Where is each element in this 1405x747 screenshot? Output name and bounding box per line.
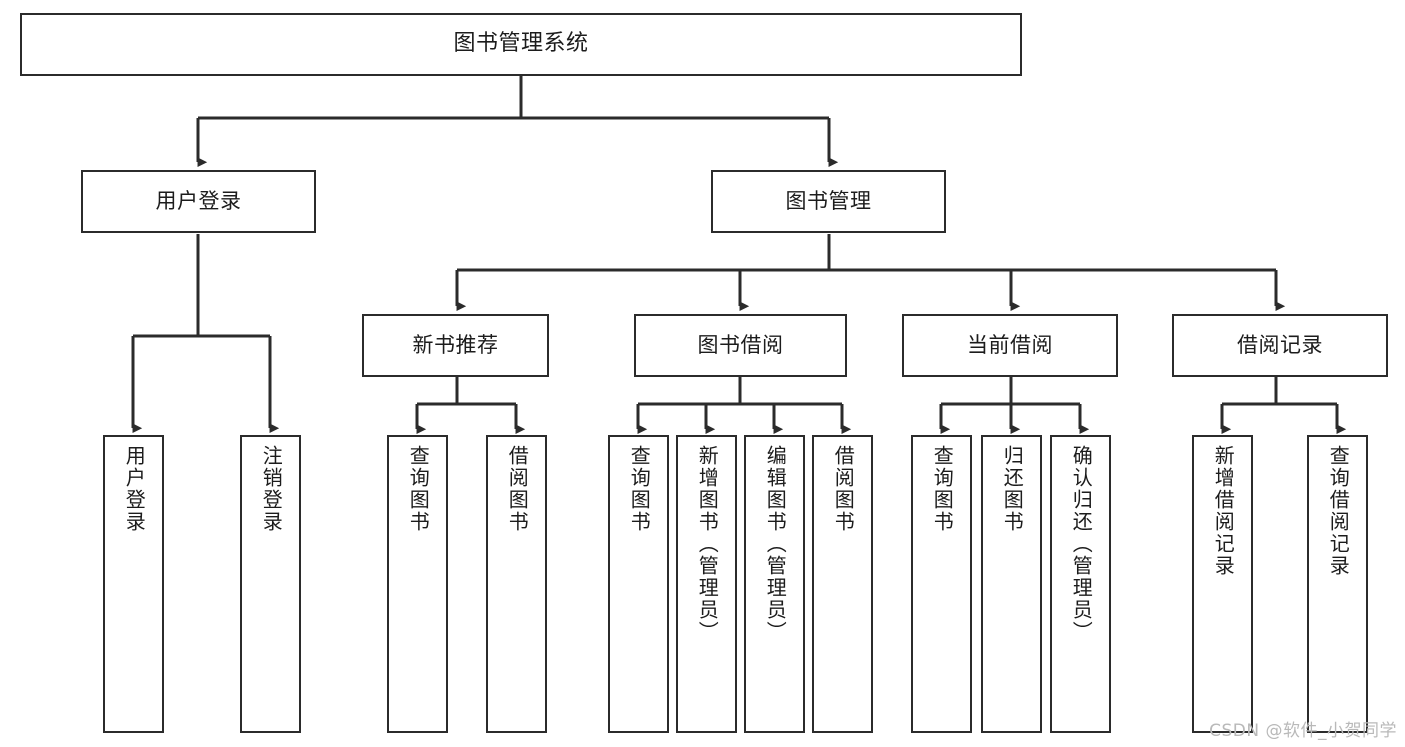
node-leaf-borrow-book-1-label: 借阅图书	[505, 445, 530, 533]
node-leaf-query-book-1-label: 查询图书	[406, 445, 431, 533]
node-leaf-return-book-label: 归还图书	[1000, 445, 1025, 533]
node-book-borrow-label: 图书借阅	[697, 332, 784, 357]
node-current-borrow-label: 当前借阅	[967, 332, 1053, 357]
node-leaf-edit-book[interactable]: 编辑图书（管理员）	[744, 435, 805, 733]
node-leaf-borrow-book-2[interactable]: 借阅图书	[812, 435, 873, 733]
node-leaf-user-login[interactable]: 用户登录	[103, 435, 164, 733]
node-root-label: 图书管理系统	[453, 31, 589, 57]
node-leaf-query-record[interactable]: 查询借阅记录	[1307, 435, 1368, 733]
node-borrow-record-label: 借阅记录	[1237, 332, 1323, 357]
node-leaf-edit-book-label: 编辑图书（管理员）	[763, 445, 788, 643]
node-leaf-add-record-label: 新增借阅记录	[1211, 445, 1236, 577]
node-leaf-borrow-book-2-label: 借阅图书	[831, 445, 856, 533]
node-leaf-confirm-return[interactable]: 确认归还（管理员）	[1050, 435, 1111, 733]
node-current-borrow[interactable]: 当前借阅	[902, 314, 1118, 377]
node-root-book-management-system[interactable]: 图书管理系统	[20, 13, 1022, 76]
node-book-manage-label: 图书管理	[785, 188, 872, 213]
node-leaf-add-book[interactable]: 新增图书（管理员）	[676, 435, 737, 733]
node-leaf-query-book-2[interactable]: 查询图书	[608, 435, 669, 733]
node-new-book-recommend[interactable]: 新书推荐	[362, 314, 549, 377]
node-leaf-user-login-label: 用户登录	[122, 445, 147, 533]
node-leaf-add-record[interactable]: 新增借阅记录	[1192, 435, 1253, 733]
node-leaf-borrow-book-1[interactable]: 借阅图书	[486, 435, 547, 733]
node-book-borrow[interactable]: 图书借阅	[634, 314, 847, 377]
node-user-login[interactable]: 用户登录	[81, 170, 316, 233]
node-leaf-logout-label: 注销登录	[259, 445, 284, 533]
node-leaf-add-book-label: 新增图书（管理员）	[695, 445, 720, 643]
node-leaf-confirm-return-label: 确认归还（管理员）	[1069, 445, 1094, 643]
node-borrow-record[interactable]: 借阅记录	[1172, 314, 1388, 377]
node-user-login-label: 用户登录	[155, 188, 242, 213]
node-book-manage[interactable]: 图书管理	[711, 170, 946, 233]
node-leaf-query-record-label: 查询借阅记录	[1326, 445, 1351, 577]
node-leaf-query-book-2-label: 查询图书	[627, 445, 652, 533]
node-leaf-logout[interactable]: 注销登录	[240, 435, 301, 733]
node-leaf-return-book[interactable]: 归还图书	[981, 435, 1042, 733]
node-leaf-query-book-3[interactable]: 查询图书	[911, 435, 972, 733]
node-new-book-recommend-label: 新书推荐	[412, 332, 499, 357]
node-leaf-query-book-3-label: 查询图书	[930, 445, 955, 533]
node-leaf-query-book-1[interactable]: 查询图书	[387, 435, 448, 733]
